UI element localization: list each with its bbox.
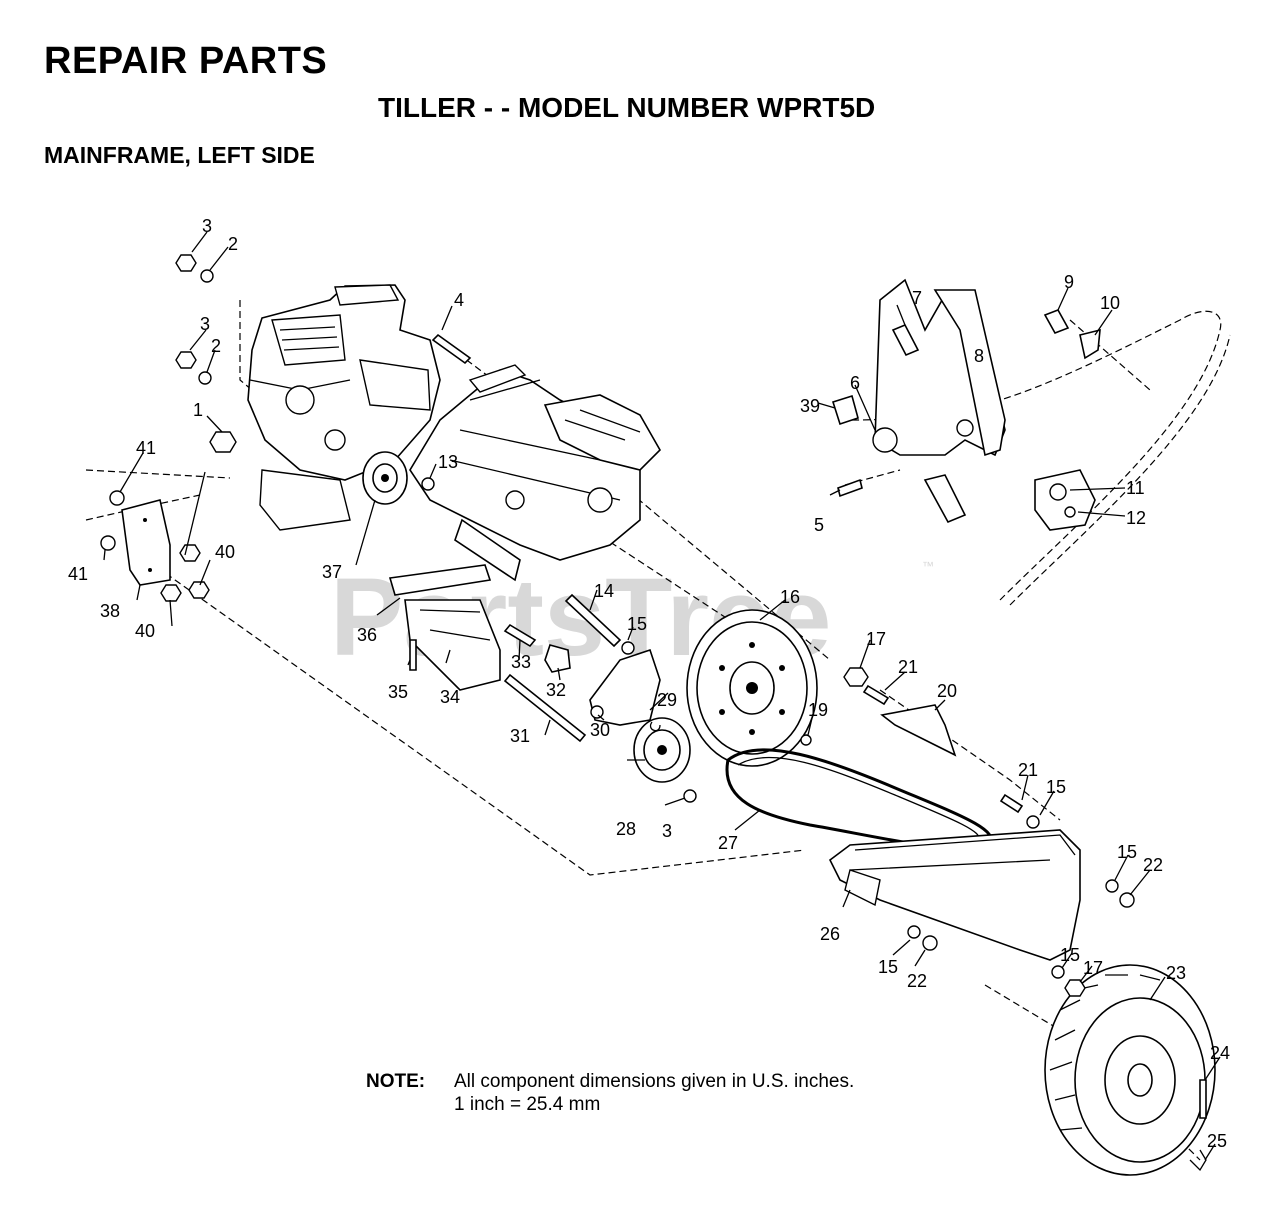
short-bolt — [409, 639, 417, 671]
callout-29: 29 — [657, 690, 677, 710]
callout-12: 12 — [1126, 508, 1146, 528]
callout-38: 38 — [100, 601, 120, 621]
dimension-note: NOTE: All component dimensions given in U… — [366, 1070, 854, 1116]
callout-6: 6 — [850, 373, 860, 393]
callout-41: 41 — [136, 438, 156, 458]
callout-40: 40 — [215, 542, 235, 562]
callout-15: 15 — [1060, 945, 1080, 965]
callout-25: 25 — [1207, 1131, 1227, 1151]
callout-33: 33 — [511, 652, 531, 672]
callout-21: 21 — [1018, 760, 1038, 780]
callout-23: 23 — [1166, 963, 1186, 983]
callout-11: 11 — [1126, 478, 1145, 498]
hardware-fasteners — [100, 254, 1135, 997]
callout-17: 17 — [866, 629, 886, 649]
callout-22: 22 — [1143, 855, 1163, 875]
callout-34: 34 — [440, 687, 460, 707]
callout-20: 20 — [937, 681, 957, 701]
callout-22: 22 — [907, 971, 927, 991]
callout-16: 16 — [780, 587, 800, 607]
callout-13: 13 — [438, 452, 458, 472]
screw — [1043, 309, 1070, 334]
callout-26: 26 — [820, 924, 840, 944]
callout-31: 31 — [510, 726, 530, 746]
callout-5: 5 — [814, 515, 824, 535]
idler-pulley — [633, 717, 691, 783]
large-drive-pulley — [686, 609, 818, 767]
note-line-1: All component dimensions given in U.S. i… — [454, 1071, 855, 1092]
callout-15: 15 — [1046, 777, 1066, 797]
callout-39: 39 — [800, 396, 820, 416]
engine-pulley — [362, 451, 408, 505]
callout-41: 41 — [68, 564, 88, 584]
hex-nut — [544, 644, 571, 673]
callout-7: 7 — [912, 288, 922, 308]
callout-28: 28 — [616, 819, 636, 839]
callout-24: 24 — [1210, 1043, 1230, 1063]
watermark-trademark: ™ — [922, 559, 934, 573]
section-title: MAINFRAME, LEFT SIDE — [44, 142, 315, 168]
callout-3: 3 — [200, 314, 210, 334]
side-plate — [121, 499, 171, 586]
callout-35: 35 — [388, 682, 408, 702]
callout-40: 40 — [135, 621, 155, 641]
callout-36: 36 — [357, 625, 377, 645]
cover-clip — [880, 704, 957, 757]
callout-3: 3 — [662, 821, 672, 841]
frame-bolt — [431, 333, 472, 365]
wheel-pin — [1199, 1079, 1207, 1119]
callout-30: 30 — [590, 720, 610, 740]
callout-21: 21 — [898, 657, 918, 677]
callout-8: 8 — [974, 346, 984, 366]
callout-3: 3 — [202, 216, 212, 236]
spacer-pin-lower — [999, 793, 1024, 814]
knob — [831, 394, 859, 426]
wheel-hairpin — [1189, 1149, 1207, 1172]
page-title: REPAIR PARTS — [44, 40, 328, 82]
idler-shaft — [564, 593, 622, 648]
spring-clip — [1079, 328, 1101, 360]
engine-assembly — [247, 284, 441, 531]
long-bolt — [503, 673, 587, 743]
callout-9: 9 — [1064, 272, 1074, 292]
hex-bolt — [891, 323, 920, 357]
callout-1: 1 — [193, 400, 203, 420]
spacer-pin-upper — [862, 684, 890, 706]
callout-17: 17 — [1083, 958, 1103, 978]
callout-32: 32 — [546, 680, 566, 700]
callout-19: 19 — [808, 700, 828, 720]
note-label: NOTE: — [366, 1071, 426, 1092]
mounting-bracket — [388, 564, 492, 596]
mainframe — [409, 364, 661, 582]
callout-27: 27 — [718, 833, 738, 853]
depth-bar-pin — [923, 474, 967, 524]
callout-2: 2 — [228, 234, 238, 254]
model-subtitle: TILLER - - MODEL NUMBER WPRT5D — [378, 92, 876, 123]
idler-arm — [589, 648, 661, 726]
note-line-2: 1 inch = 25.4 mm — [454, 1094, 601, 1115]
callout-2: 2 — [211, 336, 221, 356]
callout-15: 15 — [878, 957, 898, 977]
carriage-bolt — [503, 623, 537, 648]
callout-14: 14 — [594, 581, 614, 601]
callout-15: 15 — [627, 614, 647, 634]
callout-10: 10 — [1100, 293, 1120, 313]
callout-labels: 3 2 3 2 1 4 41 13 37 40 41 38 40 36 35 3… — [68, 216, 1230, 1151]
callout-15: 15 — [1117, 842, 1137, 862]
callout-4: 4 — [454, 290, 464, 310]
hair-pin-clip — [837, 478, 863, 498]
callout-37: 37 — [322, 562, 342, 582]
